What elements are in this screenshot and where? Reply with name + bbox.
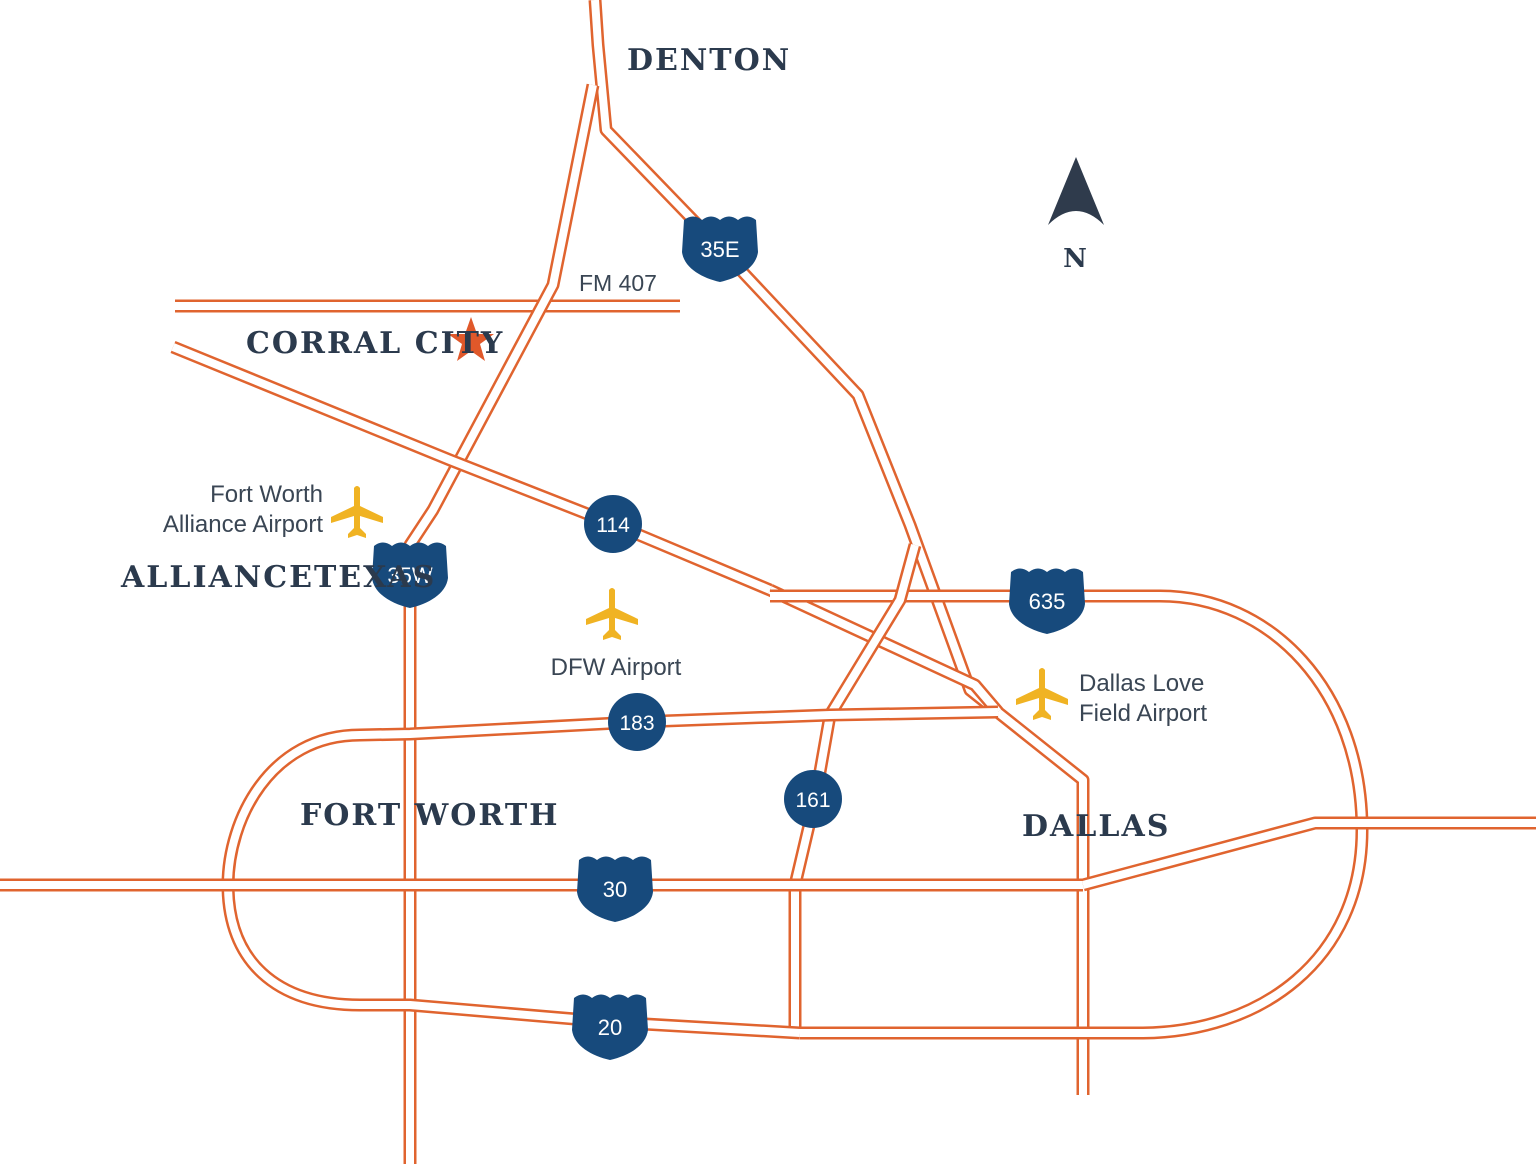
road-i35-north bbox=[588, 0, 725, 253]
airplane-icon bbox=[331, 486, 383, 538]
city-denton: DENTON bbox=[627, 43, 791, 78]
shield-i35w: 35W bbox=[372, 542, 448, 608]
shield-i30-label: 30 bbox=[603, 877, 627, 902]
compass-label: N bbox=[1063, 244, 1089, 274]
shield-i35e: 35E bbox=[682, 216, 758, 282]
road-i35e bbox=[715, 243, 1090, 1095]
shields: 35E 35W 635 30 20 114 183 161 bbox=[372, 216, 1085, 1060]
airport-dfw-label: DFW Airport bbox=[551, 654, 682, 681]
shield-i635: 635 bbox=[1009, 568, 1085, 634]
shield-sh161-label: 161 bbox=[795, 789, 830, 812]
shield-sh161: 161 bbox=[784, 770, 842, 828]
city-alliancetexas: ALLIANCETEXAS bbox=[120, 560, 436, 595]
airport-love-label-line1: Dallas Love bbox=[1079, 670, 1204, 697]
city-dallas: DALLAS bbox=[1022, 809, 1170, 844]
north-arrow-icon bbox=[1048, 157, 1104, 225]
airport-love-label-line2: Field Airport bbox=[1079, 700, 1207, 727]
star-icon bbox=[448, 317, 494, 361]
road-label-fm407: FM 407 bbox=[579, 270, 657, 296]
shield-sh183-label: 183 bbox=[619, 712, 654, 735]
shield-i20: 20 bbox=[572, 994, 648, 1060]
airport-alliance-label-line2: Alliance Airport bbox=[163, 511, 323, 538]
shield-i35w-label: 35W bbox=[387, 563, 432, 588]
city-fort-worth: FORT WORTH bbox=[300, 798, 560, 833]
shield-i20-label: 20 bbox=[598, 1015, 622, 1040]
shield-i30: 30 bbox=[577, 856, 653, 922]
airplane-icon bbox=[1016, 668, 1068, 720]
shield-i35e-label: 35E bbox=[700, 237, 739, 262]
shield-sh114: 114 bbox=[584, 495, 642, 553]
airport-alliance-label-line1: Fort Worth bbox=[210, 481, 323, 508]
airports bbox=[331, 486, 1068, 720]
shield-sh183: 183 bbox=[608, 693, 666, 751]
city-corral-city: CORRAL CITY bbox=[246, 326, 504, 361]
airplane-icon bbox=[586, 588, 638, 640]
shield-sh114-label: 114 bbox=[596, 514, 630, 537]
shield-i635-label: 635 bbox=[1029, 589, 1066, 614]
